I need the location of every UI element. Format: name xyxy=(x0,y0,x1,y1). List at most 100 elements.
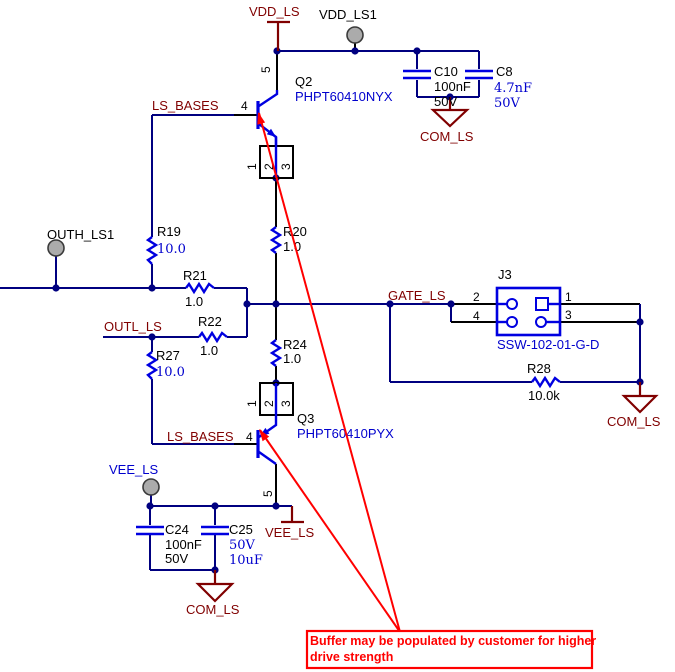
q3-bottom-pin-number: 5 xyxy=(261,490,275,497)
com-ls-ground-top[interactable]: COM_LS xyxy=(420,97,474,144)
gate-ls-label: GATE_LS xyxy=(388,288,446,303)
j3-outline xyxy=(495,286,562,337)
vee-ls-port[interactable]: VEE_LS xyxy=(109,462,160,496)
annotation-text-line2: drive strength xyxy=(310,650,393,664)
c8-voltage: 50V xyxy=(494,96,521,111)
vdd-ls1-port[interactable]: VDD_LS1 xyxy=(319,7,377,44)
c25-ref: C25 xyxy=(229,522,253,537)
connector-j3[interactable]: J3 SSW-102-01-G-D 2 4 1 3 xyxy=(473,267,599,352)
j3-pin2-circle-icon xyxy=(506,298,518,310)
resistor-zigzag-icon xyxy=(269,339,283,367)
capacitor-c24[interactable]: C24 100nF 50V xyxy=(136,522,202,566)
com-ls-right-label: COM_LS xyxy=(607,414,661,429)
vdd-ls-power-symbol[interactable]: VDD_LS xyxy=(249,4,300,51)
q3-base-pin-number: 4 xyxy=(246,430,253,444)
resistor-r20[interactable]: R20 1.0 xyxy=(269,224,307,254)
vee-ls-rail-symbol[interactable]: VEE_LS xyxy=(265,506,314,540)
r22-ref: R22 xyxy=(198,314,222,329)
q2-base-pin-number: 4 xyxy=(241,99,248,113)
capacitor-c8[interactable]: C8 4.7nF 50V xyxy=(465,64,532,111)
q3-package-box[interactable]: 1 2 3 xyxy=(245,382,294,416)
capacitor-c25[interactable]: C25 50V 10uF xyxy=(201,522,263,568)
com-ls-ground-right[interactable]: COM_LS xyxy=(607,382,661,429)
resistor-r19[interactable]: R19 10.0 xyxy=(145,224,186,265)
package-pin-1: 1 xyxy=(245,163,259,170)
q3-collector-leg xyxy=(258,451,277,465)
annotation-arrow-icon xyxy=(259,429,270,442)
resistor-zigzag-icon xyxy=(531,375,561,389)
port-pin-icon xyxy=(346,26,364,44)
resistor-r22[interactable]: R22 1.0 xyxy=(198,314,228,358)
r28-value: 10.0k xyxy=(528,388,560,403)
c10-voltage: 50V xyxy=(434,94,457,109)
q2-collector-leg xyxy=(258,90,279,107)
resistor-r28[interactable]: R28 10.0k xyxy=(527,361,561,403)
c25-value: 10uF xyxy=(229,553,263,568)
q2-part-number: PHPT60410NYX xyxy=(295,89,393,104)
outh-ls1-port[interactable]: OUTH_LS1 xyxy=(47,227,114,257)
r28-ref: R28 xyxy=(527,361,551,376)
c10-value: 100nF xyxy=(434,79,471,94)
resistor-zigzag-icon xyxy=(145,236,159,265)
j3-part-number: SSW-102-01-G-D xyxy=(497,337,599,352)
c24-value: 100nF xyxy=(165,537,202,552)
r22-value: 1.0 xyxy=(200,343,218,358)
q2-package-box[interactable]: 1 2 3 xyxy=(245,137,294,179)
transistor-q3[interactable]: 5 Q3 PHPT60410PYX xyxy=(256,411,394,497)
package-pin-1: 1 xyxy=(245,400,259,407)
junction-dots xyxy=(52,47,644,574)
junction-dot xyxy=(272,300,280,308)
ground-triangle-icon xyxy=(621,394,659,414)
j3-pin3-circle-icon xyxy=(535,316,547,328)
com-ls-ground-bottom[interactable]: COM_LS xyxy=(186,570,240,617)
junction-dot xyxy=(386,300,394,308)
annotation-arrow-icon xyxy=(257,112,266,125)
c8-ref: C8 xyxy=(496,64,513,79)
vee-ls-rail-label: VEE_LS xyxy=(265,525,314,540)
junction-dot xyxy=(148,284,156,292)
r21-value: 1.0 xyxy=(185,294,203,309)
com-ls-top-label: COM_LS xyxy=(420,129,474,144)
com-ls-bottom-label: COM_LS xyxy=(186,602,240,617)
j3-pin1-square-icon xyxy=(535,297,549,311)
r21-ref: R21 xyxy=(183,268,207,283)
port-pin-icon xyxy=(47,239,65,257)
junction-dot xyxy=(447,300,455,308)
resistor-r24[interactable]: R24 1.0 xyxy=(269,337,307,367)
resistor-r21[interactable]: R21 1.0 xyxy=(183,268,215,309)
annotation-box xyxy=(305,629,594,670)
vee-ls-pin-label: VEE_LS xyxy=(109,462,158,477)
j3-pin4-circle-icon xyxy=(506,316,518,328)
junction-dot xyxy=(272,502,280,510)
c25-voltage: 50V xyxy=(229,538,256,553)
junction-dot xyxy=(148,333,156,341)
capacitor-c10[interactable]: C10 100nF 50V xyxy=(403,64,471,109)
junction-dot xyxy=(351,47,359,55)
ls-bases-top-label: LS_BASES xyxy=(152,98,219,113)
package-pin-3: 3 xyxy=(279,400,293,407)
annotation-text-line1: Buffer may be populated by customer for … xyxy=(310,634,596,648)
j3-pin2-number: 2 xyxy=(473,290,480,304)
junction-dot xyxy=(211,502,219,510)
vdd-ls-label: VDD_LS xyxy=(249,4,300,19)
j3-pin3-number: 3 xyxy=(565,308,572,322)
ground-triangle-icon xyxy=(430,108,470,128)
r24-value: 1.0 xyxy=(283,351,301,366)
junction-dot xyxy=(146,502,154,510)
annotation-leader-line xyxy=(259,429,401,633)
junction-dot xyxy=(636,318,644,326)
q2-ref: Q2 xyxy=(295,74,312,89)
c10-ref: C10 xyxy=(434,64,458,79)
transistor-q2[interactable]: 5 Q2 PHPT60410NYX xyxy=(256,66,393,146)
r27-value: 10.0 xyxy=(156,365,185,380)
r19-ref: R19 xyxy=(157,224,181,239)
junction-dot xyxy=(413,47,421,55)
j3-pin1-number: 1 xyxy=(565,290,572,304)
q2-top-pin-number: 5 xyxy=(259,66,273,73)
outl-ls-label: OUTL_LS xyxy=(104,319,162,334)
r20-ref: R20 xyxy=(283,224,307,239)
annotation-note[interactable]: Buffer may be populated by customer for … xyxy=(305,629,596,670)
resistor-r27[interactable]: R27 10.0 xyxy=(145,348,185,380)
r24-ref: R24 xyxy=(283,337,307,352)
